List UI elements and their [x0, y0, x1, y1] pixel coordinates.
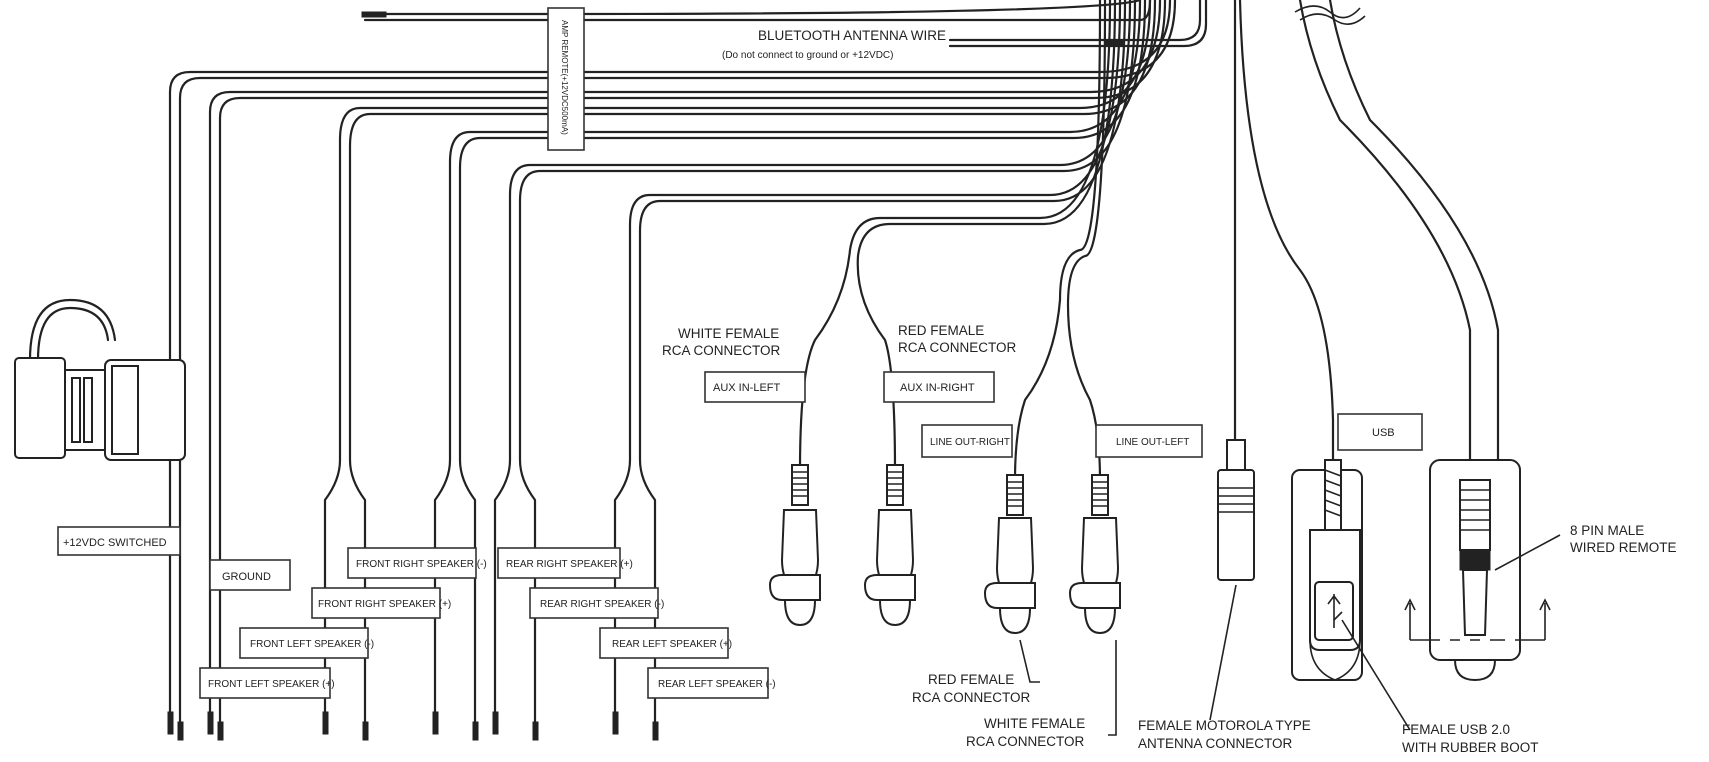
usb-connector [1291, 459, 1363, 681]
tag-front-left-neg: FRONT LEFT SPEAKER (-) [239, 627, 374, 659]
tag-front-left-pos: FRONT LEFT SPEAKER (+) [199, 667, 335, 699]
bluetooth-note: (Do not connect to ground or +12VDC) [722, 50, 893, 61]
tag-line-out-left: LINE OUT-LEFT [1095, 424, 1203, 458]
usb-leader [1341, 619, 1411, 731]
main-harness-plug [14, 298, 186, 461]
motorola-label-1: FEMALE MOTOROLA TYPE [1138, 718, 1311, 733]
tag-rear-right-neg: REAR RIGHT SPEAKER (-) [529, 587, 664, 619]
tag-front-right-pos-text: FRONT RIGHT SPEAKER (+) [318, 599, 451, 610]
tag-front-right-neg-text: FRONT RIGHT SPEAKER (-) [356, 559, 487, 570]
red-rca-bottom-label-1: RED FEMALE [928, 672, 1014, 687]
tag-rear-right-pos-text: REAR RIGHT SPEAKER (+) [506, 559, 633, 570]
tag-rear-right-pos: REAR RIGHT SPEAKER (+) [497, 547, 633, 579]
line-out-right-rca-connector [983, 474, 1036, 635]
tag-rear-right-neg-text: REAR RIGHT SPEAKER (-) [540, 599, 664, 610]
white-rca-leader [1108, 640, 1117, 736]
tag-line-out-left-text: LINE OUT-LEFT [1116, 437, 1189, 448]
red-rca-top-label-1: RED FEMALE [898, 323, 984, 338]
tag-rear-left-pos-text: REAR LEFT SPEAKER (+) [612, 639, 732, 650]
tag-aux-right-text: AUX IN-RIGHT [900, 382, 975, 394]
tag-switched: +12VDC SWITCHED [57, 526, 181, 556]
wired-remote-connector [1404, 459, 1551, 682]
tag-line-out-right: LINE OUT-RIGHT [921, 424, 1013, 458]
bluetooth-label: BLUETOOTH ANTENNA WIRE (Do not connect t… [722, 28, 946, 61]
tag-aux-left: AUX IN-LEFT [704, 371, 806, 403]
tag-line-out-right-text: LINE OUT-RIGHT [930, 437, 1010, 448]
white-rca-bottom-label-2: RCA CONNECTOR [966, 734, 1085, 749]
rca-wires [798, 0, 1335, 482]
remote-label-2: WIRED REMOTE [1570, 540, 1677, 555]
tag-ground: GROUND [209, 559, 291, 591]
usb-label-1: FEMALE USB 2.0 [1402, 722, 1510, 737]
remote-leader [1494, 534, 1561, 571]
tag-front-left-neg-text: FRONT LEFT SPEAKER (-) [250, 639, 374, 650]
tag-ground-text: GROUND [222, 571, 271, 583]
tag-usb: USB [1337, 413, 1423, 451]
amp-remote-label: AMP REMOTE(+12VDC500mA) [560, 20, 569, 135]
motorola-leader [1209, 584, 1237, 721]
tag-rear-left-neg: REAR LEFT SPEAKER (-) [647, 667, 776, 699]
white-rca-bottom-label-1: WHITE FEMALE [984, 716, 1085, 731]
red-rca-leader [1019, 639, 1040, 683]
usb-label-2: WITH RUBBER BOOT [1402, 740, 1539, 755]
amp-remote-tag: AMP REMOTE(+12VDC500mA) [547, 7, 585, 151]
red-rca-bottom-label-2: RCA CONNECTOR [912, 690, 1031, 705]
red-rca-top-label-2: RCA CONNECTOR [898, 340, 1017, 355]
tag-switched-text: +12VDC SWITCHED [63, 537, 167, 549]
motorola-label-2: ANTENNA CONNECTOR [1138, 736, 1293, 751]
tag-rear-left-neg-text: REAR LEFT SPEAKER (-) [658, 679, 776, 690]
tag-aux-left-text: AUX IN-LEFT [713, 382, 781, 394]
remote-label-1: 8 PIN MALE [1570, 523, 1644, 538]
bluetooth-title: BLUETOOTH ANTENNA WIRE [758, 28, 946, 43]
amp-remote-wire-tip [361, 11, 387, 18]
line-out-left-rca-connector [1068, 474, 1121, 635]
tag-front-right-pos: FRONT RIGHT SPEAKER (+) [311, 587, 451, 619]
aux-left-rca-connector [768, 464, 821, 627]
white-rca-top-label-1: WHITE FEMALE [678, 326, 779, 341]
tag-rear-left-pos: REAR LEFT SPEAKER (+) [599, 627, 732, 659]
tag-aux-right: AUX IN-RIGHT [883, 371, 995, 403]
white-rca-top-label-2: RCA CONNECTOR [662, 343, 781, 358]
tag-front-right-neg: FRONT RIGHT SPEAKER (-) [347, 547, 487, 579]
tag-front-left-pos-text: FRONT LEFT SPEAKER (+) [208, 679, 335, 690]
aux-right-rca-connector [863, 464, 916, 627]
motorola-antenna-connector [1217, 439, 1255, 581]
wire-tips [167, 711, 659, 741]
tag-usb-text: USB [1372, 427, 1395, 439]
